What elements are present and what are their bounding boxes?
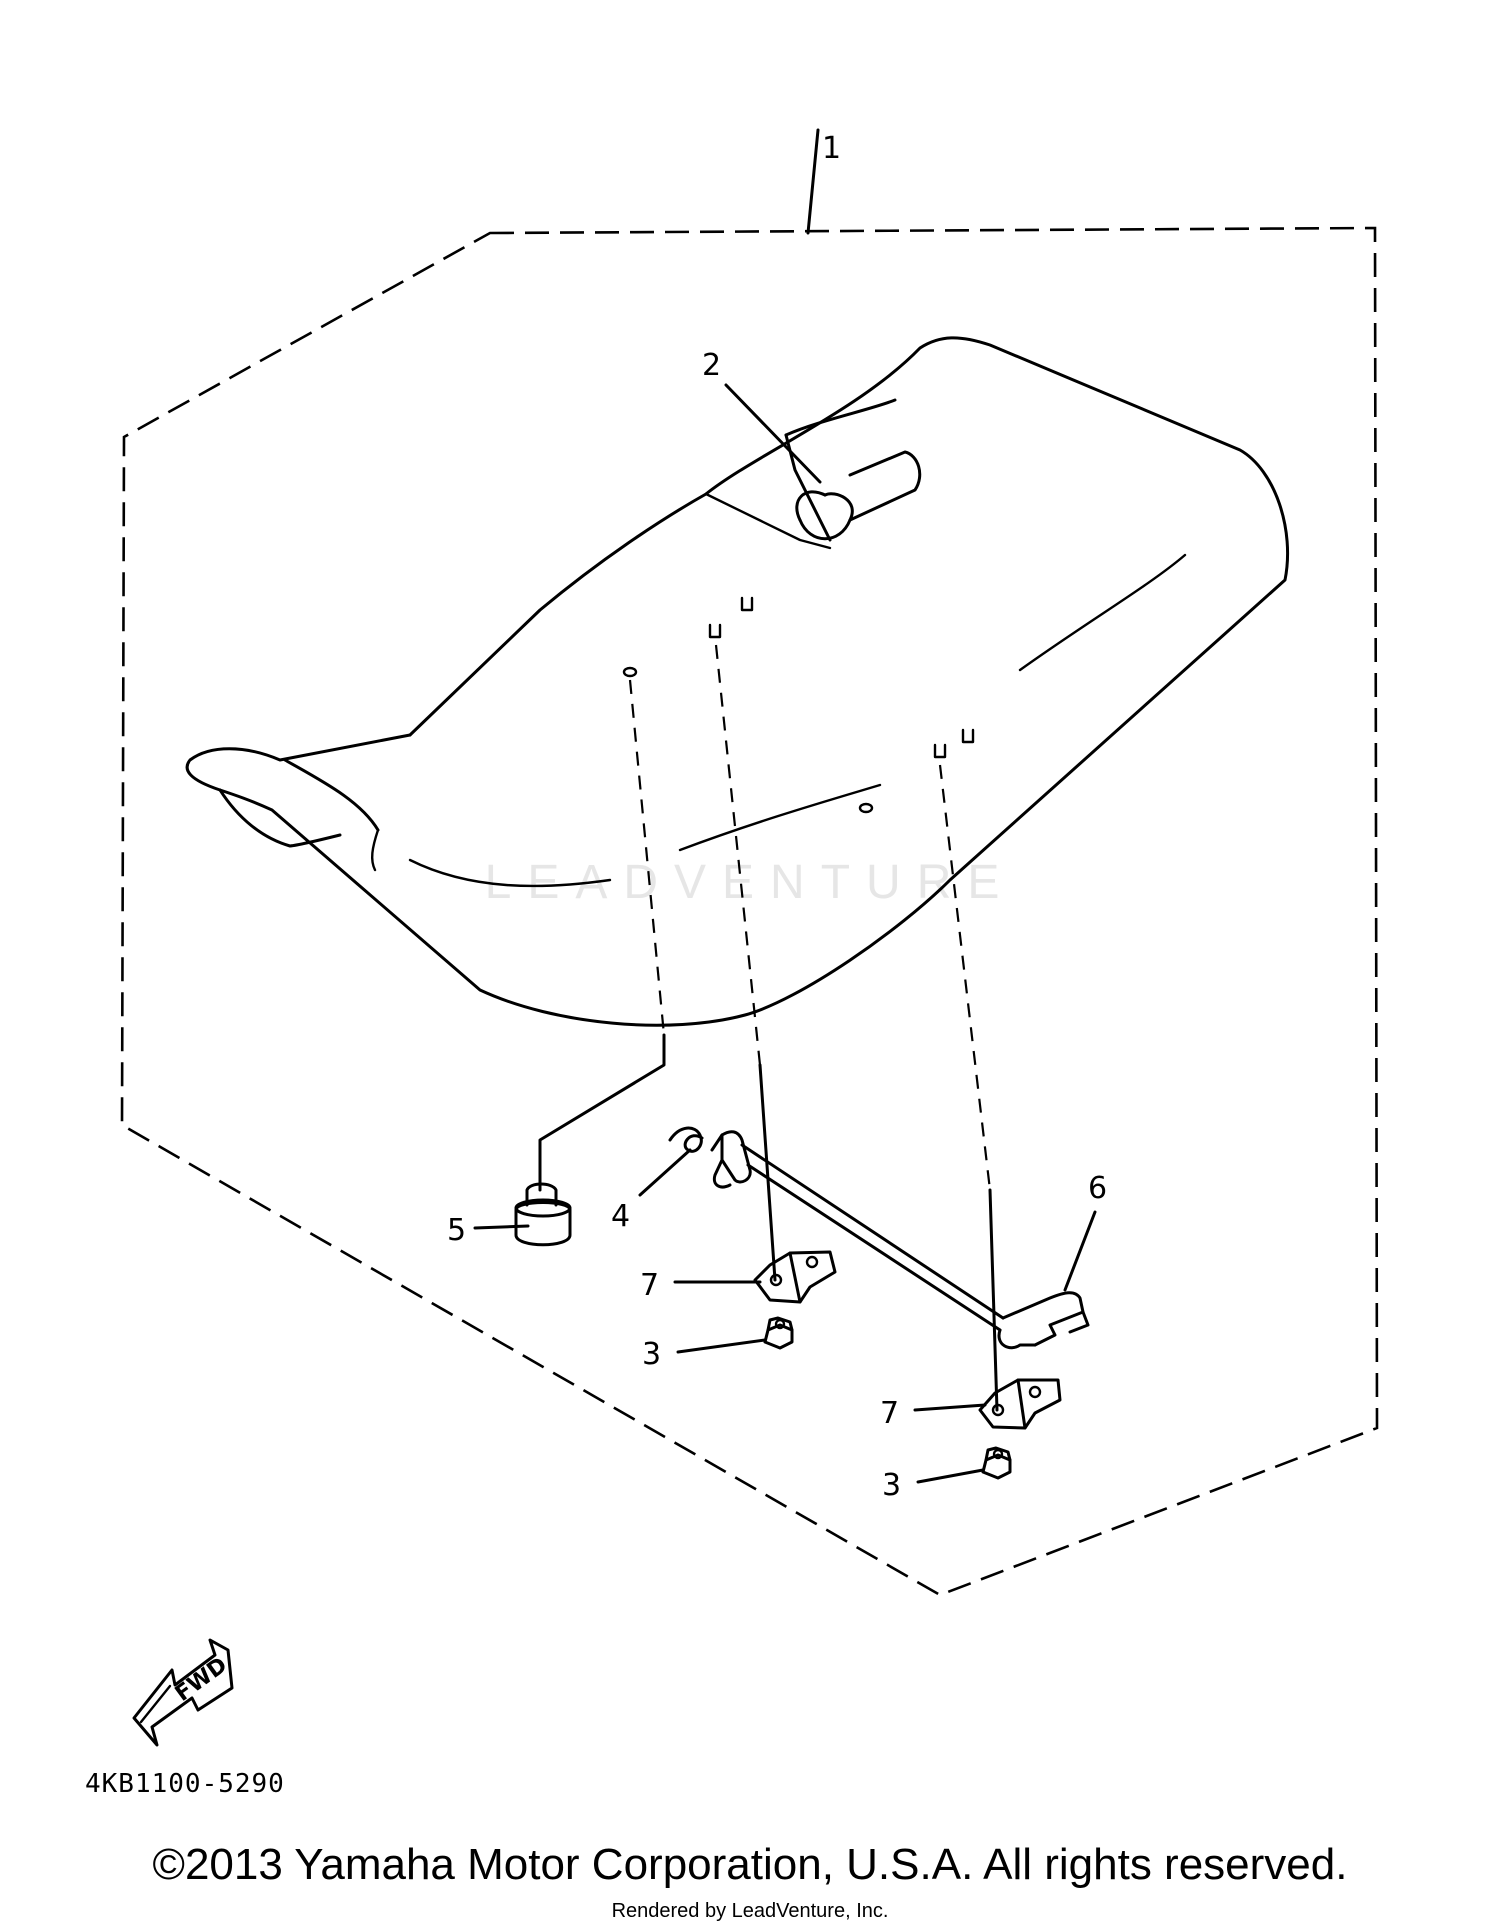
- bracket-part-7-lower: [978, 1378, 1062, 1430]
- leadventure-watermark: LEADVENTURE: [484, 856, 1016, 909]
- callout-leader-3a: [676, 1338, 767, 1354]
- callout-3b: 3: [882, 1468, 901, 1503]
- callout-4: 4: [611, 1199, 630, 1234]
- callout-7b: 7: [880, 1396, 899, 1431]
- callout-leader-5b: [473, 1224, 530, 1230]
- callout-leader-7b: [913, 1403, 987, 1412]
- alignment-line-2: [714, 644, 762, 1066]
- bracket-part-7-upper: [753, 1250, 837, 1304]
- callout-leader-5: [538, 1033, 666, 1192]
- alignment-line-4: [758, 1063, 777, 1282]
- copyright-notice: ©2013 Yamaha Motor Corporation, U.S.A. A…: [152, 1840, 1348, 1889]
- callout-leader-2: [724, 383, 822, 484]
- callout-1: 1: [822, 131, 841, 166]
- fwd-label: FWD: [171, 1653, 232, 1707]
- assembly-boundary: [120, 226, 1379, 1597]
- alignment-line-5: [988, 1188, 999, 1412]
- fwd-arrow-icon: FWD: [132, 1638, 234, 1747]
- callout-2: 2: [702, 348, 721, 383]
- callout-5: 5: [447, 1213, 466, 1248]
- diagram-code: 4KB1100-5290: [85, 1769, 285, 1799]
- callout-leader-6: [1063, 1210, 1097, 1292]
- spring-part-4: [668, 1126, 704, 1153]
- callout-leader-1: [806, 128, 820, 235]
- seat-lock-part-6: [710, 1130, 1090, 1350]
- rendered-by-note: Rendered by LeadVenture, Inc.: [611, 1900, 889, 1922]
- seat-body: [185, 336, 1290, 1027]
- nut-part-3-upper: [763, 1316, 794, 1350]
- callout-6: 6: [1088, 1171, 1107, 1206]
- callout-7a: 7: [640, 1268, 659, 1303]
- callout-leader-4: [638, 1148, 692, 1197]
- nut-part-3-lower: [981, 1446, 1012, 1480]
- callout-leader-3b: [916, 1468, 985, 1484]
- callout-3a: 3: [642, 1337, 661, 1372]
- alignment-line-1: [628, 679, 666, 1036]
- alignment-line-3: [938, 764, 992, 1191]
- damper-part-5: [514, 1182, 572, 1247]
